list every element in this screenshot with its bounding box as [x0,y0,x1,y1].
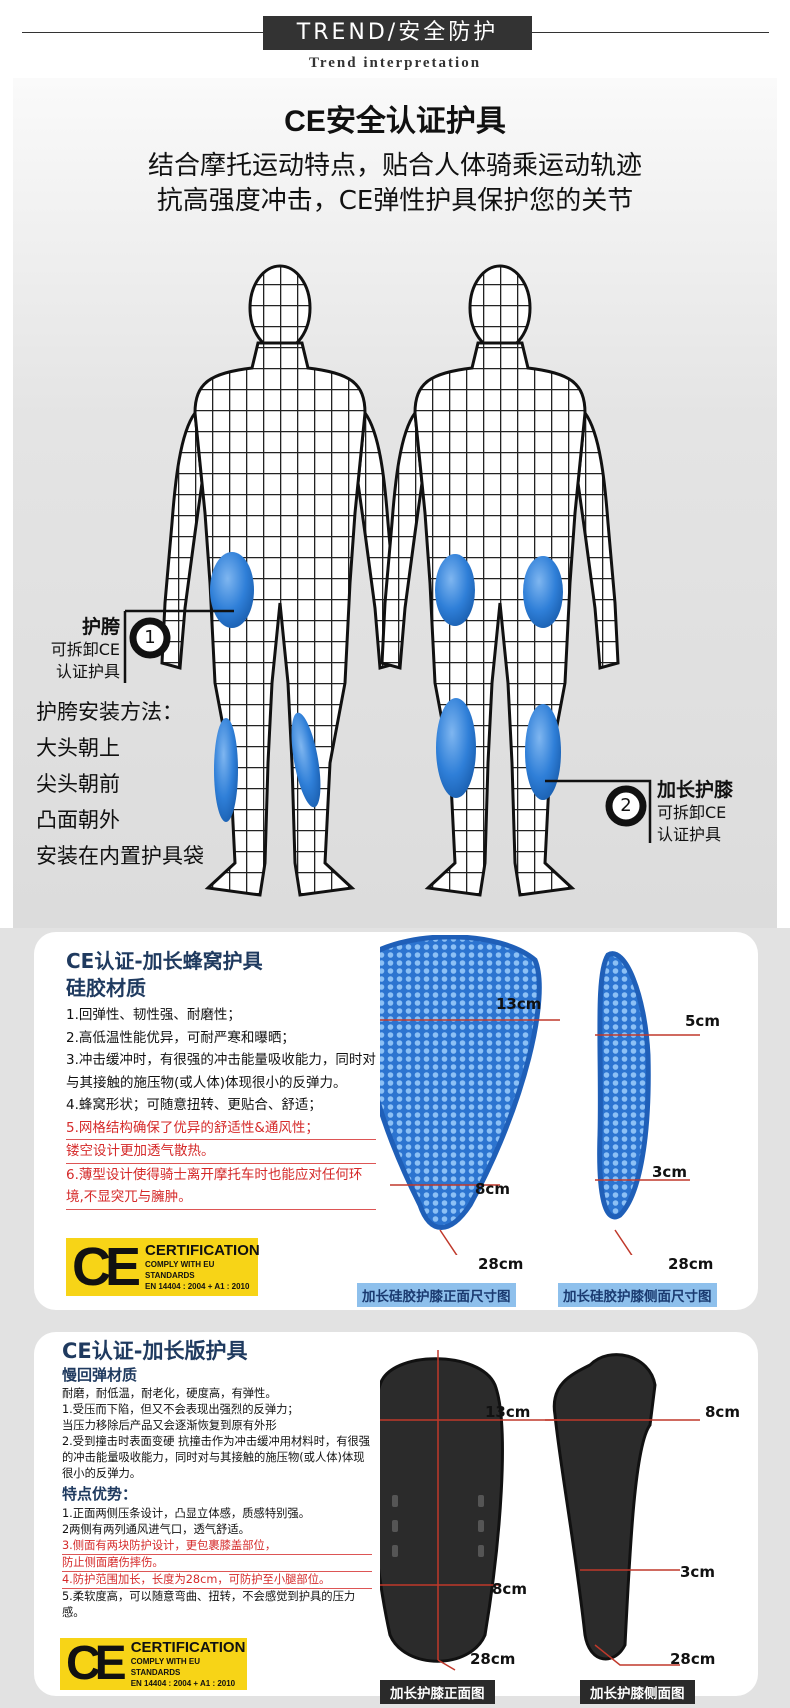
ce-line: EN 14404 : 2004 + A1 : 2010 [130,1679,236,1688]
section-badge: TREND/安全防护 [263,16,532,50]
header-divider-left [22,32,263,33]
features-title: 特点优势： [62,1485,138,1503]
dim-width-bottom: 8cm [492,1580,527,1598]
knee-pad [436,698,476,798]
card2-material: 慢回弹材质 [62,1366,138,1384]
body-figures-illustration [123,264,652,897]
hip-callout-title: 护胯 [81,616,120,638]
ce-line: EN 14404 : 2004 + A1 : 2010 [145,1282,250,1291]
dim-length: 28cm [470,1650,516,1668]
card2-title: CE认证-加长版护具 [62,1339,248,1363]
knee-callout-title: 加长护膝 [657,779,734,801]
extended-pad-images [380,1350,700,1671]
callout-1-marker [129,617,171,659]
install-method: 护胯安装方法： 大头朝上 尖头朝前 凸面朝外 安装在内置护具袋 [36,694,204,874]
material-line: 耐磨，耐低温，耐老化，硬度高，有弹性。 [62,1387,277,1400]
dim-depth-top: 8cm [705,1403,740,1421]
ce-certification-badge: CE CERTIFICATION COMPLY WITH EU STANDARD… [66,1237,260,1297]
hip-pad [435,554,475,626]
ce-title: CERTIFICATION [130,1639,246,1656]
feature-item: 3.冲击缓冲时，有很强的冲击能量吸收能力，同时对与其接触的施压物(或人体)体现很… [66,1052,376,1091]
install-title: 护胯安装方法： [36,700,183,724]
card1-subtitle: 硅胶材质 [66,976,146,1000]
shin-pad [291,712,321,808]
material-line: 1.受压而下陷，但又不会表现出强烈的反弹力； [62,1403,299,1416]
dim-length: 28cm [668,1255,714,1273]
hip-callout-line: 可拆卸CE [50,640,120,659]
dim-width-top: 13cm [496,995,542,1013]
ce-line: COMPLY WITH EU STANDARDS [130,1657,201,1677]
card1-feature-list: 1.回弹性、韧性强、耐磨性； 2.高低温性能优异，可耐严寒和曝晒； 3.冲击缓冲… [66,1004,376,1210]
honeycomb-pad-images [380,935,700,1255]
feature-highlight: 4.防护范围加长，长度为28cm，可防护至小腿部位。 [62,1572,372,1589]
hip-callout: 护胯 可拆卸CE 认证护具 [30,612,120,683]
feature-item: 1.正面两侧压条设计，凸显立体感，质感特别强。 [62,1507,311,1520]
install-step: 凸面朝外 [36,808,120,832]
knee-pad [525,704,561,800]
install-step: 安装在内置护具袋 [36,844,204,868]
install-step: 尖头朝前 [36,772,120,796]
section-subtitle: Trend interpretation [308,55,482,71]
hip-pad [210,552,254,628]
dim-width-bottom: 8cm [475,1180,510,1198]
knee-callout-line: 可拆卸CE [657,803,727,822]
knee-callout: 加长护膝 可拆卸CE 认证护具 [657,775,733,846]
install-step: 大头朝上 [36,736,120,760]
callout-1-number: 1 [144,627,156,648]
hip-callout-line: 认证护具 [55,662,120,681]
callout-2-number: 2 [620,795,632,816]
feature-item: 1.回弹性、韧性强、耐磨性； [66,1007,241,1023]
shin-pad [214,718,238,822]
feature-item: 2两侧有两列通风进气口，透气舒适。 [62,1523,250,1536]
caption-side: 加长护膝侧面图 [580,1680,695,1704]
feature-highlight: 6.薄型设计使得骑士离开摩托车时也能应对任何环境,不显突兀与臃肿。 [66,1164,376,1210]
dim-width-top: 13cm [485,1403,531,1421]
ce-line: COMPLY WITH EU STANDARDS [145,1260,215,1280]
dim-depth-bottom: 3cm [652,1163,687,1181]
dim-length: 28cm [478,1255,524,1273]
feature-item: 2.高低温性能优异，可耐严寒和曝晒； [66,1029,295,1046]
hero-line-1: 结合摩托运动特点，贴合人体骑乘运动轨迹 [147,151,642,181]
feature-highlight: 防止侧面磨伤摔伤。 [62,1555,372,1572]
material-line: 当压力移除后产品又会逐渐恢复到原有外形 [62,1419,277,1432]
knee-callout-line: 认证护具 [657,825,722,844]
caption-front: 加长护膝正面图 [380,1680,495,1704]
card2-feature-list: 耐磨，耐低温，耐老化，硬度高，有弹性。 1.受压而下陷，但又不会表现出强烈的反弹… [62,1386,372,1621]
header-divider-right [532,32,769,33]
hero-line-2: 抗高强度冲击，CE弹性护具保护您的关节 [156,186,634,216]
callout-2-marker [605,785,647,827]
card1-title: CE认证-加长蜂窝护具 [66,949,263,973]
hip-pad [523,556,563,628]
dim-length: 28cm [670,1650,716,1668]
ce-logo: CE [66,1637,127,1690]
ce-title: CERTIFICATION [145,1242,260,1259]
dim-depth-top: 5cm [685,1012,720,1030]
feature-highlight: 5.网格结构确保了优异的舒适性&通风性； [66,1117,376,1140]
caption-front: 加长硅胶护膝正面尺寸图 [357,1283,516,1307]
feature-highlight: 镂空设计更加透气散热。 [66,1140,376,1164]
feature-item: 4.蜂窝形状；可随意扭转、更贴合、舒适； [66,1097,322,1113]
ce-certification-badge: CE CERTIFICATION COMPLY WITH EU STANDARD… [60,1638,247,1690]
caption-side: 加长硅胶护膝侧面尺寸图 [558,1283,717,1307]
ce-logo: CE [72,1237,141,1297]
feature-item: 5.柔软度高，可以随意弯曲、扭转，不会感觉到护具的压力感。 [62,1590,356,1619]
feature-highlight: 3.侧面有两块防护设计，更包裹膝盖部位， [62,1538,372,1555]
material-line: 2.受到撞击时表面变硬 抗撞击作为冲击缓冲用材料时，有很强的冲击能量吸收能力，同… [62,1435,371,1480]
hero-title: CE安全认证护具 [284,105,506,138]
dim-depth-bottom: 3cm [680,1563,715,1581]
